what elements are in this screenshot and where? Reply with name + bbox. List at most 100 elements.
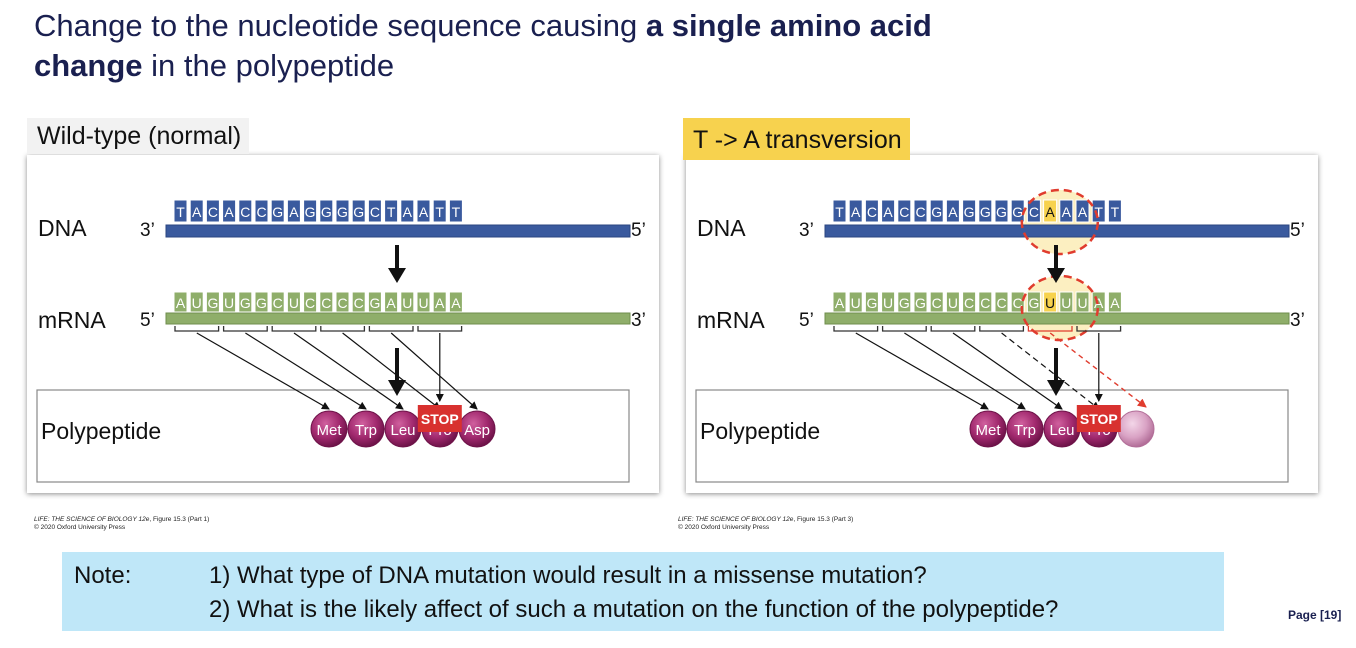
dna-base-tile xyxy=(864,199,879,223)
dna-base-letter: C xyxy=(370,204,380,220)
mrna-base-letter: A xyxy=(1094,295,1104,311)
dna-base-letter: G xyxy=(996,204,1007,220)
mrna-base-tile xyxy=(254,291,269,313)
mrna-base-tile xyxy=(319,291,334,313)
mrna-base-tile xyxy=(384,291,399,313)
mrna-base-letter: G xyxy=(207,295,218,311)
dna-3-prime: 3’ xyxy=(799,220,814,241)
mrna-base-tile xyxy=(189,291,204,313)
mrna-backbone xyxy=(824,312,1290,325)
dna-base-letter: C xyxy=(1029,204,1039,220)
dna-base-tile xyxy=(448,199,463,223)
mrna-base-letter: A xyxy=(835,295,845,311)
mrna-base-letter: U xyxy=(224,295,234,311)
title-text-2: in the polypeptide xyxy=(142,48,395,83)
note-box: Note: 1) What type of DNA mutation would… xyxy=(62,552,1224,631)
mrna-base-tile xyxy=(945,291,960,313)
dna-base-tile xyxy=(189,199,204,223)
dna-base-letter: G xyxy=(980,204,991,220)
mrna-base-letter: C xyxy=(1013,295,1023,311)
dna-base-letter: A xyxy=(1045,204,1055,220)
mrna-base-tile xyxy=(994,291,1009,313)
mrna-base-letter: U xyxy=(289,295,299,311)
dna-base-tile xyxy=(962,199,977,223)
dna-base-tile xyxy=(1059,199,1074,223)
amino-acid-sphere xyxy=(347,410,385,448)
stop-label: STOP xyxy=(1080,411,1118,427)
dna-base-tile xyxy=(1043,199,1058,223)
dna-backbone xyxy=(824,224,1290,238)
codon-arrow xyxy=(1001,332,1100,410)
codon-bracket xyxy=(930,326,976,332)
codon-arrow xyxy=(196,332,330,410)
mrna-base-letter: U xyxy=(418,295,428,311)
dna-base-letter: G xyxy=(321,204,332,220)
dna-base-letter: C xyxy=(867,204,877,220)
title-text-1: Change to the nucleotide sequence causin… xyxy=(34,8,646,43)
mrna-base-tile xyxy=(962,291,977,313)
mrna-base-letter: G xyxy=(369,295,380,311)
wild-type-label: Wild-type (normal) xyxy=(27,118,250,154)
dna-base-tile xyxy=(881,199,896,223)
dna-base-tile xyxy=(303,199,318,223)
dna-base-letter: T xyxy=(452,204,461,220)
dna-base-letter: A xyxy=(851,204,861,220)
dna-base-letter: A xyxy=(1078,204,1088,220)
mrna-label: mRNA xyxy=(697,307,765,333)
codon-bracket xyxy=(368,326,414,332)
note-question-1: 1) What type of DNA mutation would resul… xyxy=(209,562,927,589)
dna-base-tile xyxy=(848,199,863,223)
dna-base-letter: G xyxy=(964,204,975,220)
dna-base-letter: G xyxy=(272,204,283,220)
dna-base-letter: T xyxy=(435,204,444,220)
mrna-base-letter: G xyxy=(256,295,267,311)
mrna-base-letter: A xyxy=(451,295,461,311)
dna-base-letter: A xyxy=(883,204,893,220)
note-question-2: 2) What is the likely affect of such a m… xyxy=(209,596,1059,623)
mrna-5-prime: 5’ xyxy=(799,310,814,331)
mrna-backbone xyxy=(165,312,631,325)
amino-acid-sphere xyxy=(310,410,348,448)
stop-box xyxy=(1076,405,1121,432)
mrna-base-letter: G xyxy=(866,295,877,311)
mrna-base-letter: C xyxy=(321,295,331,311)
mrna-base-letter: A xyxy=(435,295,445,311)
mrna-base-tile xyxy=(881,291,896,313)
dna-5-prime: 5’ xyxy=(1290,220,1305,241)
dna-base-letter: G xyxy=(337,204,348,220)
dna-base-tile xyxy=(929,199,944,223)
mrna-base-letter: C xyxy=(354,295,364,311)
page-number: Page [19] xyxy=(1288,608,1342,622)
dna-base-tile xyxy=(416,199,431,223)
dna-base-tile xyxy=(173,199,188,223)
mrna-5-prime: 5’ xyxy=(140,310,155,331)
amino-acid-label: Met xyxy=(316,422,342,439)
dna-base-letter: A xyxy=(403,204,413,220)
dna-base-tile xyxy=(400,199,415,223)
dna-base-tile xyxy=(1075,199,1090,223)
dna-label: DNA xyxy=(38,215,87,241)
mrna-base-letter: C xyxy=(337,295,347,311)
mrna-base-letter: A xyxy=(386,295,396,311)
dna-base-tile xyxy=(1107,199,1122,223)
codon-bracket xyxy=(1076,326,1122,332)
title-bold-2: change xyxy=(34,48,143,83)
dna-base-letter: C xyxy=(915,204,925,220)
mrna-base-letter: U xyxy=(402,295,412,311)
mrna-base-tile xyxy=(1107,291,1122,313)
dna-base-letter: T xyxy=(176,204,185,220)
note-label: Note: xyxy=(74,562,132,589)
mrna-base-tile xyxy=(238,291,253,313)
transcription-arrow-head xyxy=(1047,268,1065,283)
dna-base-letter: C xyxy=(240,204,250,220)
stop-box xyxy=(417,405,462,432)
mrna-base-tile xyxy=(448,291,463,313)
mrna-3-prime: 3’ xyxy=(631,310,646,331)
mrna-base-tile xyxy=(1075,291,1090,313)
dna-base-letter: G xyxy=(1012,204,1023,220)
mrna-base-letter: U xyxy=(948,295,958,311)
dna-base-tile xyxy=(238,199,253,223)
dna-base-letter: C xyxy=(899,204,909,220)
codon-bracket xyxy=(881,326,927,332)
mrna-base-letter: G xyxy=(240,295,251,311)
